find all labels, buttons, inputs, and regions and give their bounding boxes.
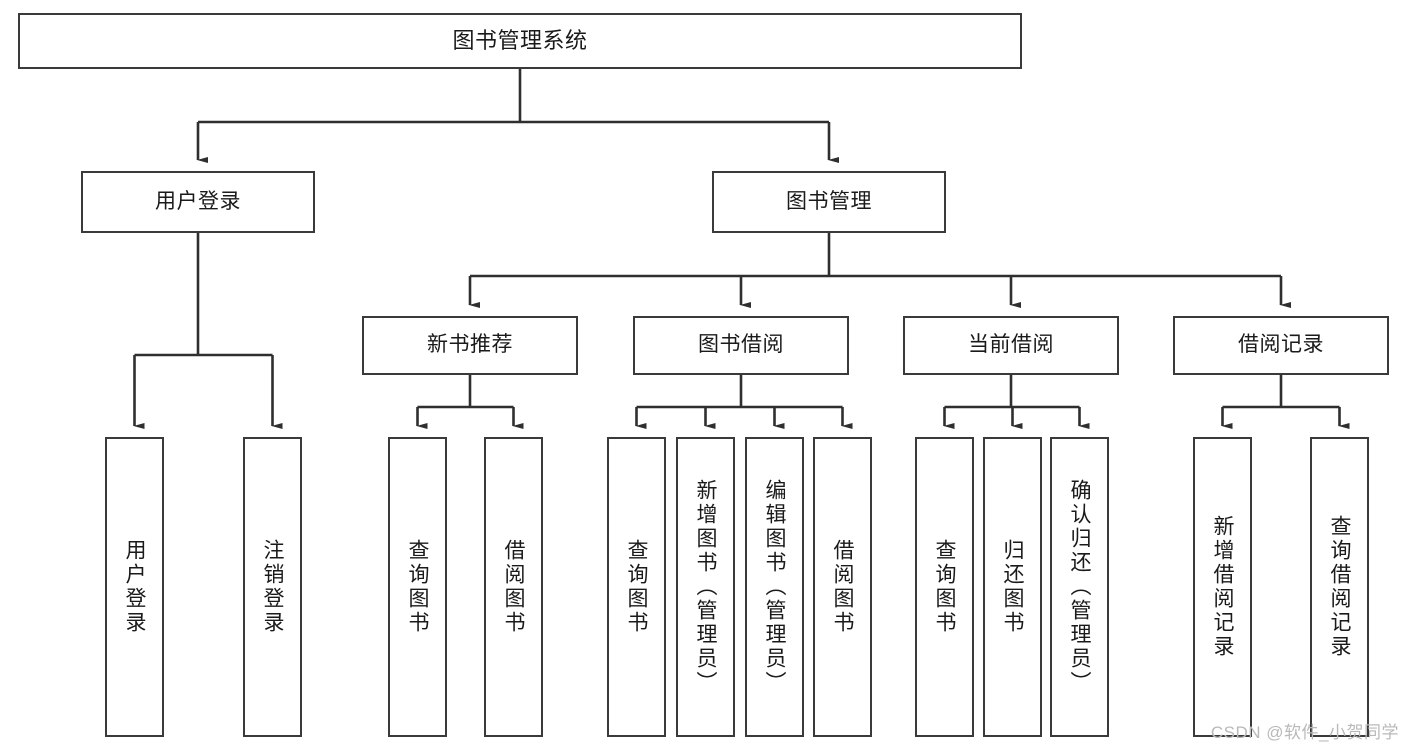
leaf-query-book-current[interactable]: 查询图书 [915, 437, 974, 737]
node-root-label: 图书管理系统 [452, 28, 588, 54]
leaf-query-book-borrow-label: 查询图书 [625, 539, 648, 635]
leaf-user-login-label: 用户登录 [123, 539, 146, 635]
leaf-add-borrow-record[interactable]: 新增借阅记录 [1193, 437, 1252, 737]
node-borrow-record[interactable]: 借阅记录 [1173, 316, 1389, 375]
node-current-borrow-label: 当前借阅 [968, 333, 1054, 357]
node-book-borrow[interactable]: 图书借阅 [633, 316, 849, 375]
leaf-borrow-book-recommend[interactable]: 借阅图书 [484, 437, 543, 737]
leaf-query-borrow-record[interactable]: 查询借阅记录 [1310, 437, 1369, 737]
leaf-query-borrow-record-label: 查询借阅记录 [1328, 515, 1351, 659]
leaf-return-book-label: 归还图书 [1001, 539, 1024, 635]
node-root[interactable]: 图书管理系统 [18, 13, 1022, 69]
node-user-login[interactable]: 用户登录 [81, 171, 315, 233]
leaf-query-book-recommend-label: 查询图书 [406, 539, 429, 635]
leaf-user-login[interactable]: 用户登录 [105, 437, 164, 737]
leaf-add-book-admin[interactable]: 新增图书（管理员） [676, 437, 735, 737]
leaf-confirm-return-admin-label: 确认归还（管理员） [1068, 479, 1091, 695]
leaf-user-logout[interactable]: 注销登录 [243, 437, 302, 737]
leaf-query-book-current-label: 查询图书 [933, 539, 956, 635]
leaf-borrow-book[interactable]: 借阅图书 [813, 437, 872, 737]
leaf-borrow-book-label: 借阅图书 [831, 539, 854, 635]
node-borrow-record-label: 借阅记录 [1238, 333, 1324, 357]
leaf-add-borrow-record-label: 新增借阅记录 [1211, 515, 1234, 659]
node-book-manage-label: 图书管理 [786, 189, 872, 213]
node-book-borrow-label: 图书借阅 [698, 333, 784, 357]
node-new-book-recommend-label: 新书推荐 [427, 333, 513, 357]
leaf-query-book-recommend[interactable]: 查询图书 [388, 437, 447, 737]
leaf-query-book-borrow[interactable]: 查询图书 [607, 437, 666, 737]
node-new-book-recommend[interactable]: 新书推荐 [362, 316, 578, 375]
node-user-login-label: 用户登录 [155, 189, 241, 213]
leaf-borrow-book-recommend-label: 借阅图书 [502, 539, 525, 635]
leaf-edit-book-admin[interactable]: 编辑图书（管理员） [745, 437, 804, 737]
leaf-user-logout-label: 注销登录 [261, 539, 284, 635]
leaf-add-book-admin-label: 新增图书（管理员） [694, 479, 717, 695]
leaf-edit-book-admin-label: 编辑图书（管理员） [763, 479, 786, 695]
node-current-borrow[interactable]: 当前借阅 [903, 316, 1119, 375]
leaf-confirm-return-admin[interactable]: 确认归还（管理员） [1050, 437, 1109, 737]
node-book-manage[interactable]: 图书管理 [712, 171, 946, 233]
leaf-return-book[interactable]: 归还图书 [983, 437, 1042, 737]
csdn-watermark: CSDN @软件_小贺同学 [1210, 723, 1399, 742]
